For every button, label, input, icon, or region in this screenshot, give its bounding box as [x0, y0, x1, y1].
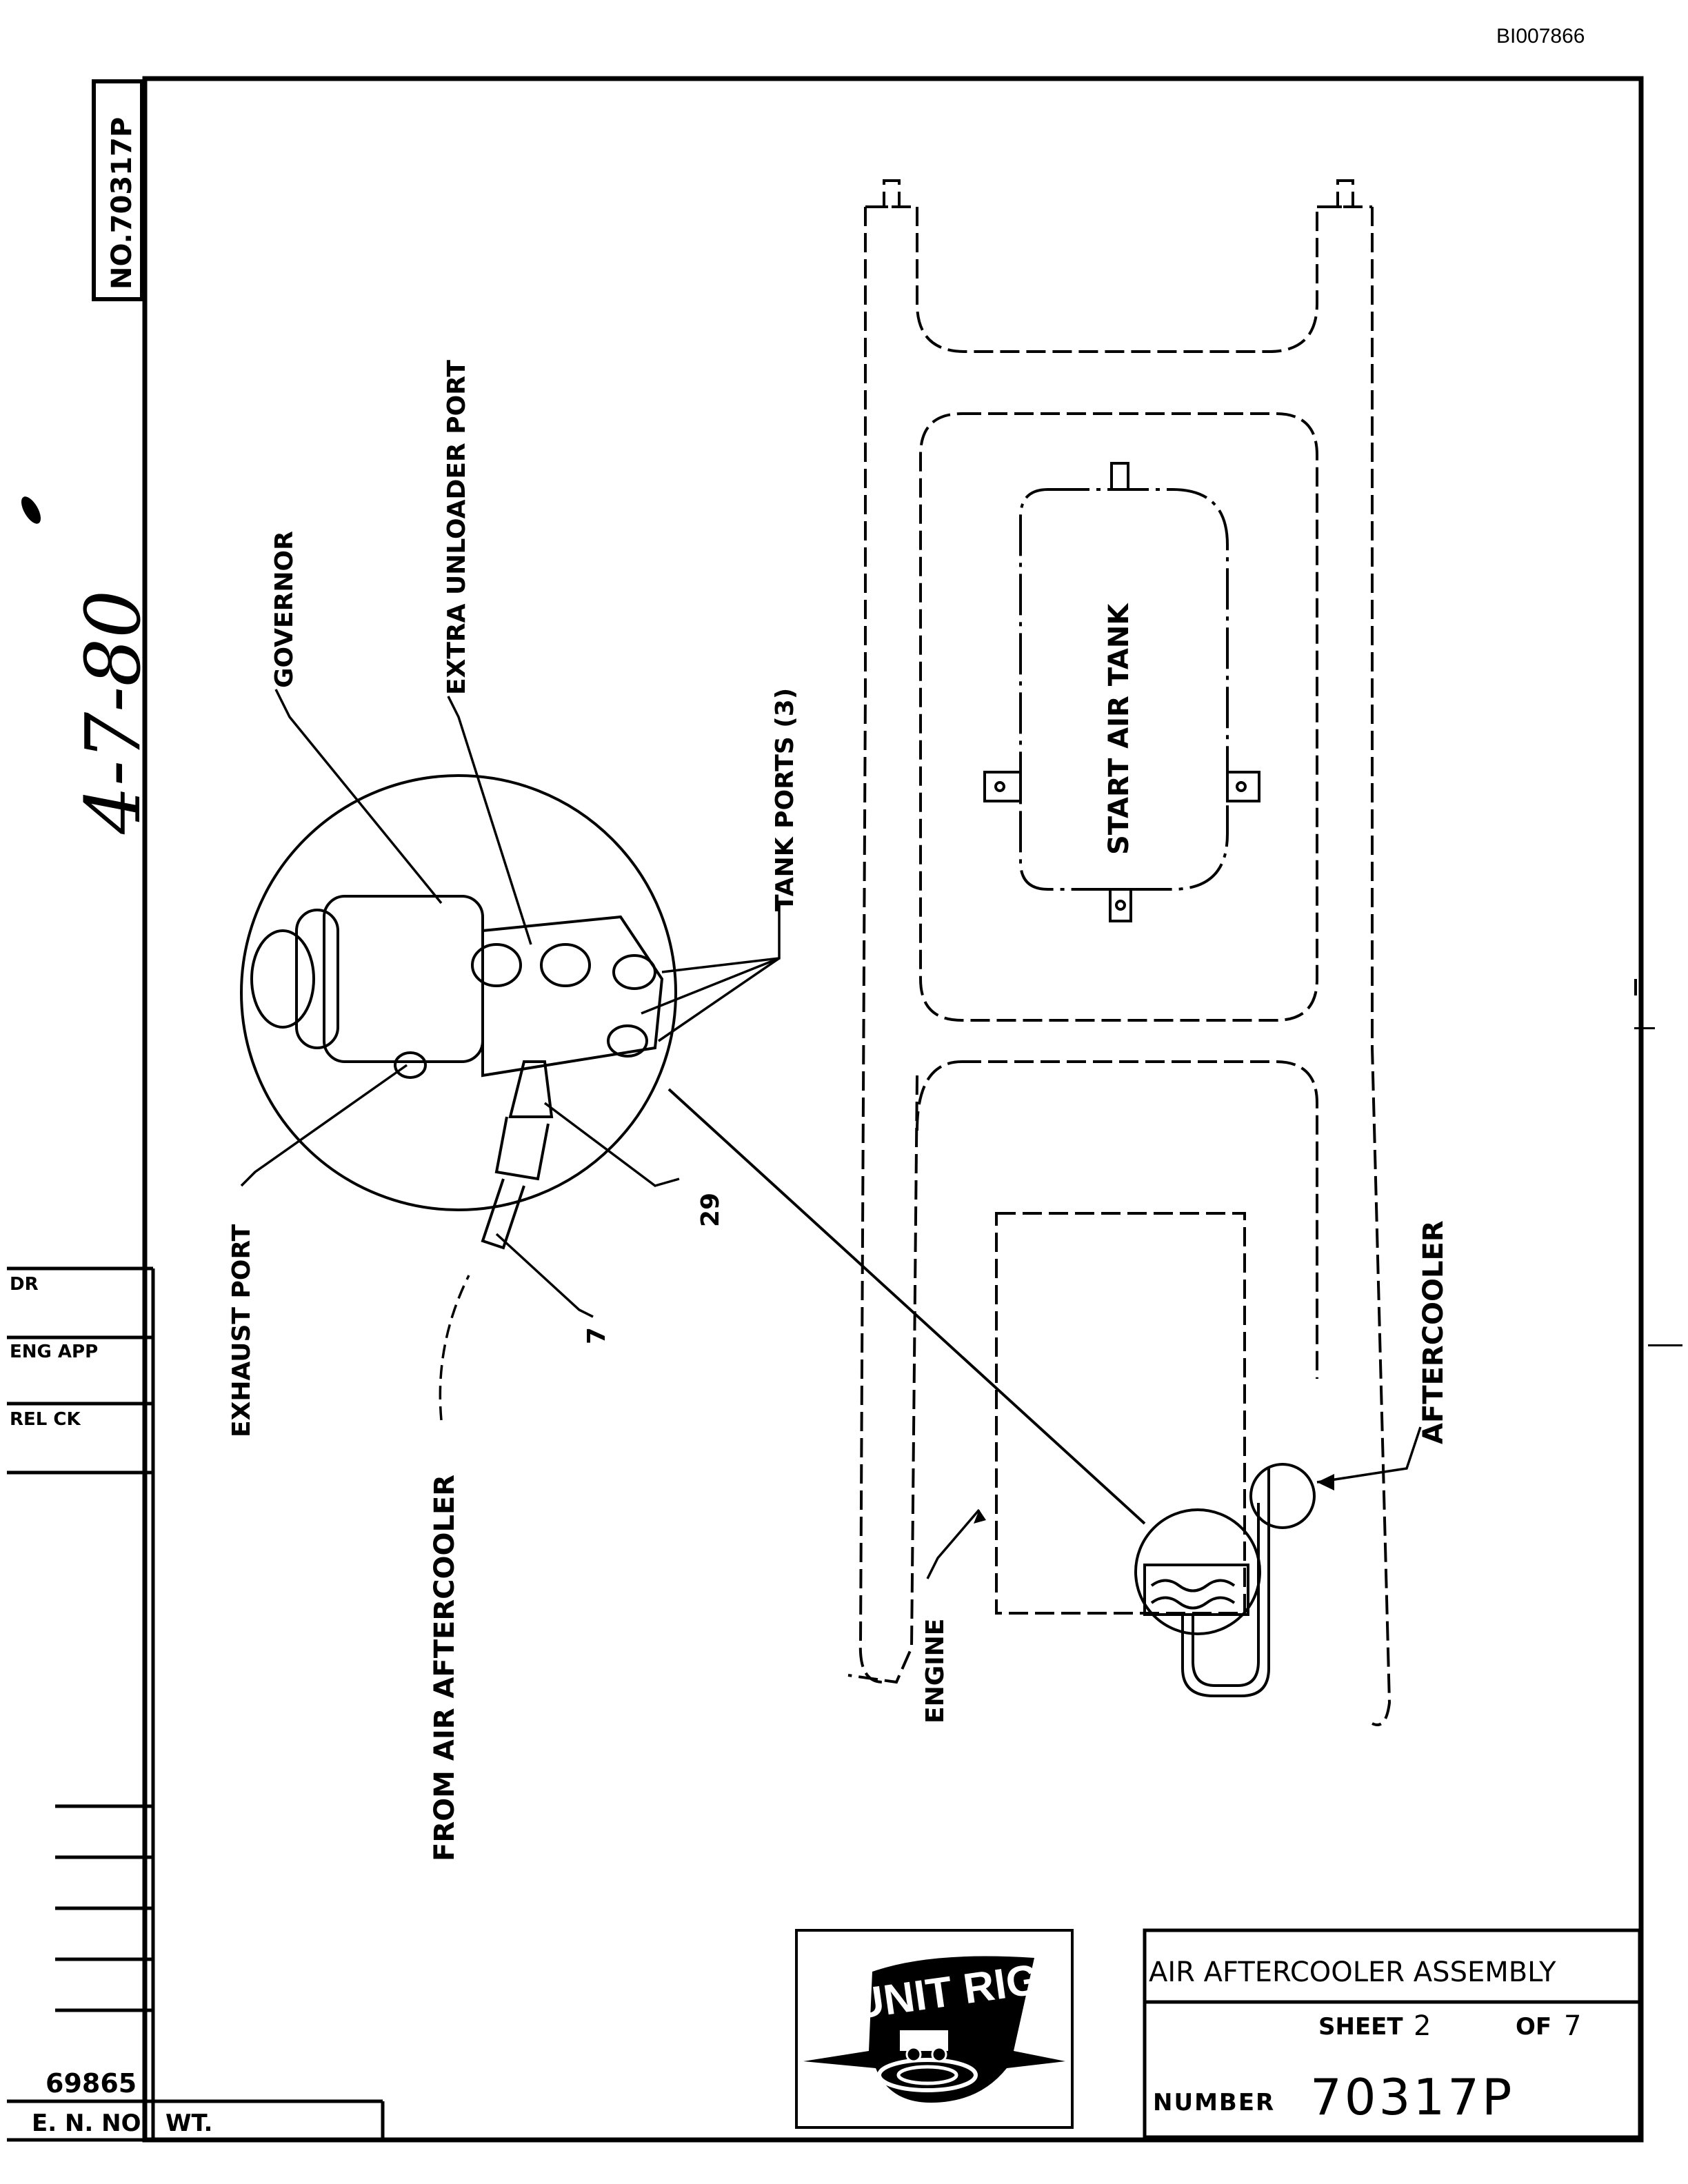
title-block-frame [1143, 1928, 1642, 2139]
label-wt: WT. [165, 2110, 213, 2137]
callout-from-air-aftercooler: FROM AIR AFTERCOOLER [429, 1474, 461, 1861]
title-block-title: AIR AFTERCOOLER ASSEMBLY [1149, 1957, 1556, 1988]
label-eng-app: ENG APP [10, 1342, 99, 1362]
callout-engine: ENGINE [921, 1618, 950, 1723]
label-rel-ck: REL CK [10, 1409, 81, 1430]
number-box [92, 79, 144, 301]
unit-rig-logo-graphic: UNIT RIG [803, 1956, 1065, 2103]
of-label: OF [1516, 2013, 1552, 2041]
detail-to-aftercooler-line [667, 1088, 1146, 1525]
callout-tank-ports: TANK PORTS (3) [771, 687, 799, 911]
aftercooler-group [1134, 1463, 1316, 1697]
engine-outline [995, 1212, 1246, 1615]
handwritten-date: 4-7-80 [69, 589, 157, 834]
callout-aftercooler: AFTERCOOLER [1418, 1220, 1449, 1444]
sheet-label: SHEET [1318, 2013, 1403, 2041]
callout-governor: GOVERNOR [270, 531, 299, 688]
callout-extra-unloader-port: EXTRA UNLOADER PORT [443, 360, 471, 695]
label-start-air-tank: START AIR TANK [1103, 603, 1135, 855]
callout-ref-29: 29 [696, 1192, 725, 1227]
leader-lines [240, 689, 1422, 1579]
sheet-border [142, 76, 1644, 2143]
callout-exhaust-port: EXHAUST PORT [228, 1224, 256, 1437]
vertical-drawing-number: NO.70317P [106, 117, 138, 290]
of-total: 7 [1564, 2010, 1582, 2042]
stray-marks [21, 496, 1682, 1346]
sheet-number: 2 [1414, 2010, 1431, 2042]
number-label: NUMBER [1153, 2089, 1276, 2116]
en-number-value: 69865 [46, 2068, 137, 2099]
arrow-heads [974, 1474, 1334, 1524]
callout-ref-7: 7 [583, 1326, 611, 1344]
governor-detail [240, 774, 677, 1250]
drawing-number: 70317P [1310, 2068, 1515, 2126]
left-signoff-lines [7, 1266, 386, 2142]
truck-frame [847, 179, 1391, 1726]
start-air-tank [983, 462, 1260, 922]
document-id: BI007866 [1496, 25, 1585, 48]
label-dr: DR [10, 1274, 39, 1295]
label-en-no: E. N. NO. [32, 2110, 150, 2137]
logo-box [795, 1929, 1074, 2129]
